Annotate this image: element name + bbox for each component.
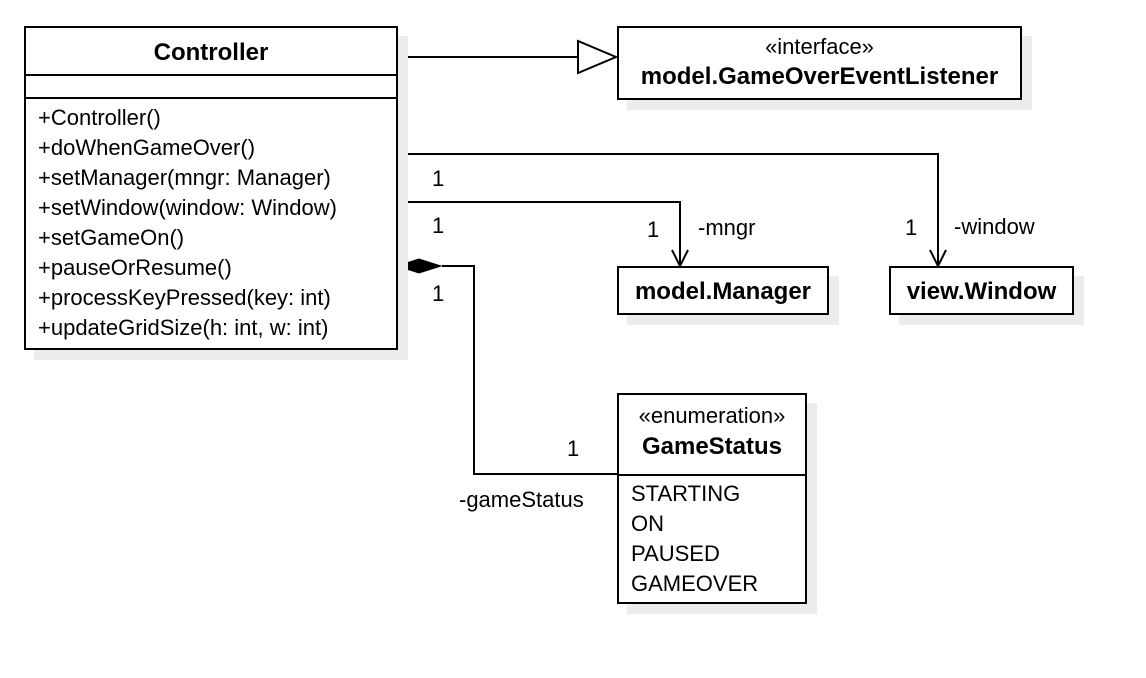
enum-literal: ON [631, 511, 664, 536]
status-target-multiplicity: 1 [567, 436, 580, 461]
controller-operation: +setWindow(window: Window) [38, 195, 337, 220]
window-class[interactable]: view.Window [889, 266, 1074, 315]
manager-association-line [397, 201, 681, 265]
window-association-line [397, 153, 939, 265]
enum-literal: PAUSED [631, 541, 720, 566]
controller-attributes-divider [26, 97, 396, 99]
controller-operation: +Controller() [38, 105, 161, 130]
manager-source-multiplicity: 1 [432, 213, 445, 238]
controller-name-divider [26, 74, 396, 76]
status-role-label: -gameStatus [459, 487, 584, 512]
gamestatus-enum[interactable]: «enumeration» GameStatus STARTING ON PAU… [617, 393, 807, 604]
controller-operation: +updateGridSize(h: int, w: int) [38, 315, 329, 340]
realization-arrowhead [577, 39, 619, 75]
manager-target-multiplicity: 1 [647, 217, 660, 242]
manager-role-label: -mngr [698, 215, 756, 240]
composition-line [442, 265, 617, 475]
enum-literal: GAMEOVER [631, 571, 759, 596]
controller-operation: +doWhenGameOver() [38, 135, 256, 160]
controller-operation: +setManager(mngr: Manager) [38, 165, 331, 190]
controller-class[interactable]: Controller +Controller() +doWhenGameOver… [24, 26, 398, 350]
status-source-multiplicity: 1 [432, 281, 445, 306]
window-class-name: view.Window [906, 278, 1057, 305]
gamestatus-stereotype: «enumeration» [638, 403, 786, 428]
composition-diamond [395, 258, 443, 274]
manager-class-name: model.Manager [634, 278, 812, 305]
gamestatus-name: GameStatus [641, 433, 783, 460]
gamestatus-divider [619, 474, 805, 476]
manager-class[interactable]: model.Manager [617, 266, 829, 315]
controller-operation: +setGameOn() [38, 225, 185, 250]
controller-class-name: Controller [153, 39, 269, 66]
window-role-label: -window [954, 214, 1035, 239]
enum-literal: STARTING [631, 481, 741, 506]
controller-operation: +pauseOrResume() [38, 255, 232, 280]
window-source-multiplicity: 1 [432, 166, 445, 191]
listener-stereotype: «interface» [765, 34, 874, 59]
listener-interface[interactable]: «interface» model.GameOverEventListener [617, 26, 1022, 100]
window-target-multiplicity: 1 [905, 215, 918, 240]
listener-name: model.GameOverEventListener [640, 63, 999, 90]
controller-operation: +processKeyPressed(key: int) [38, 285, 331, 310]
